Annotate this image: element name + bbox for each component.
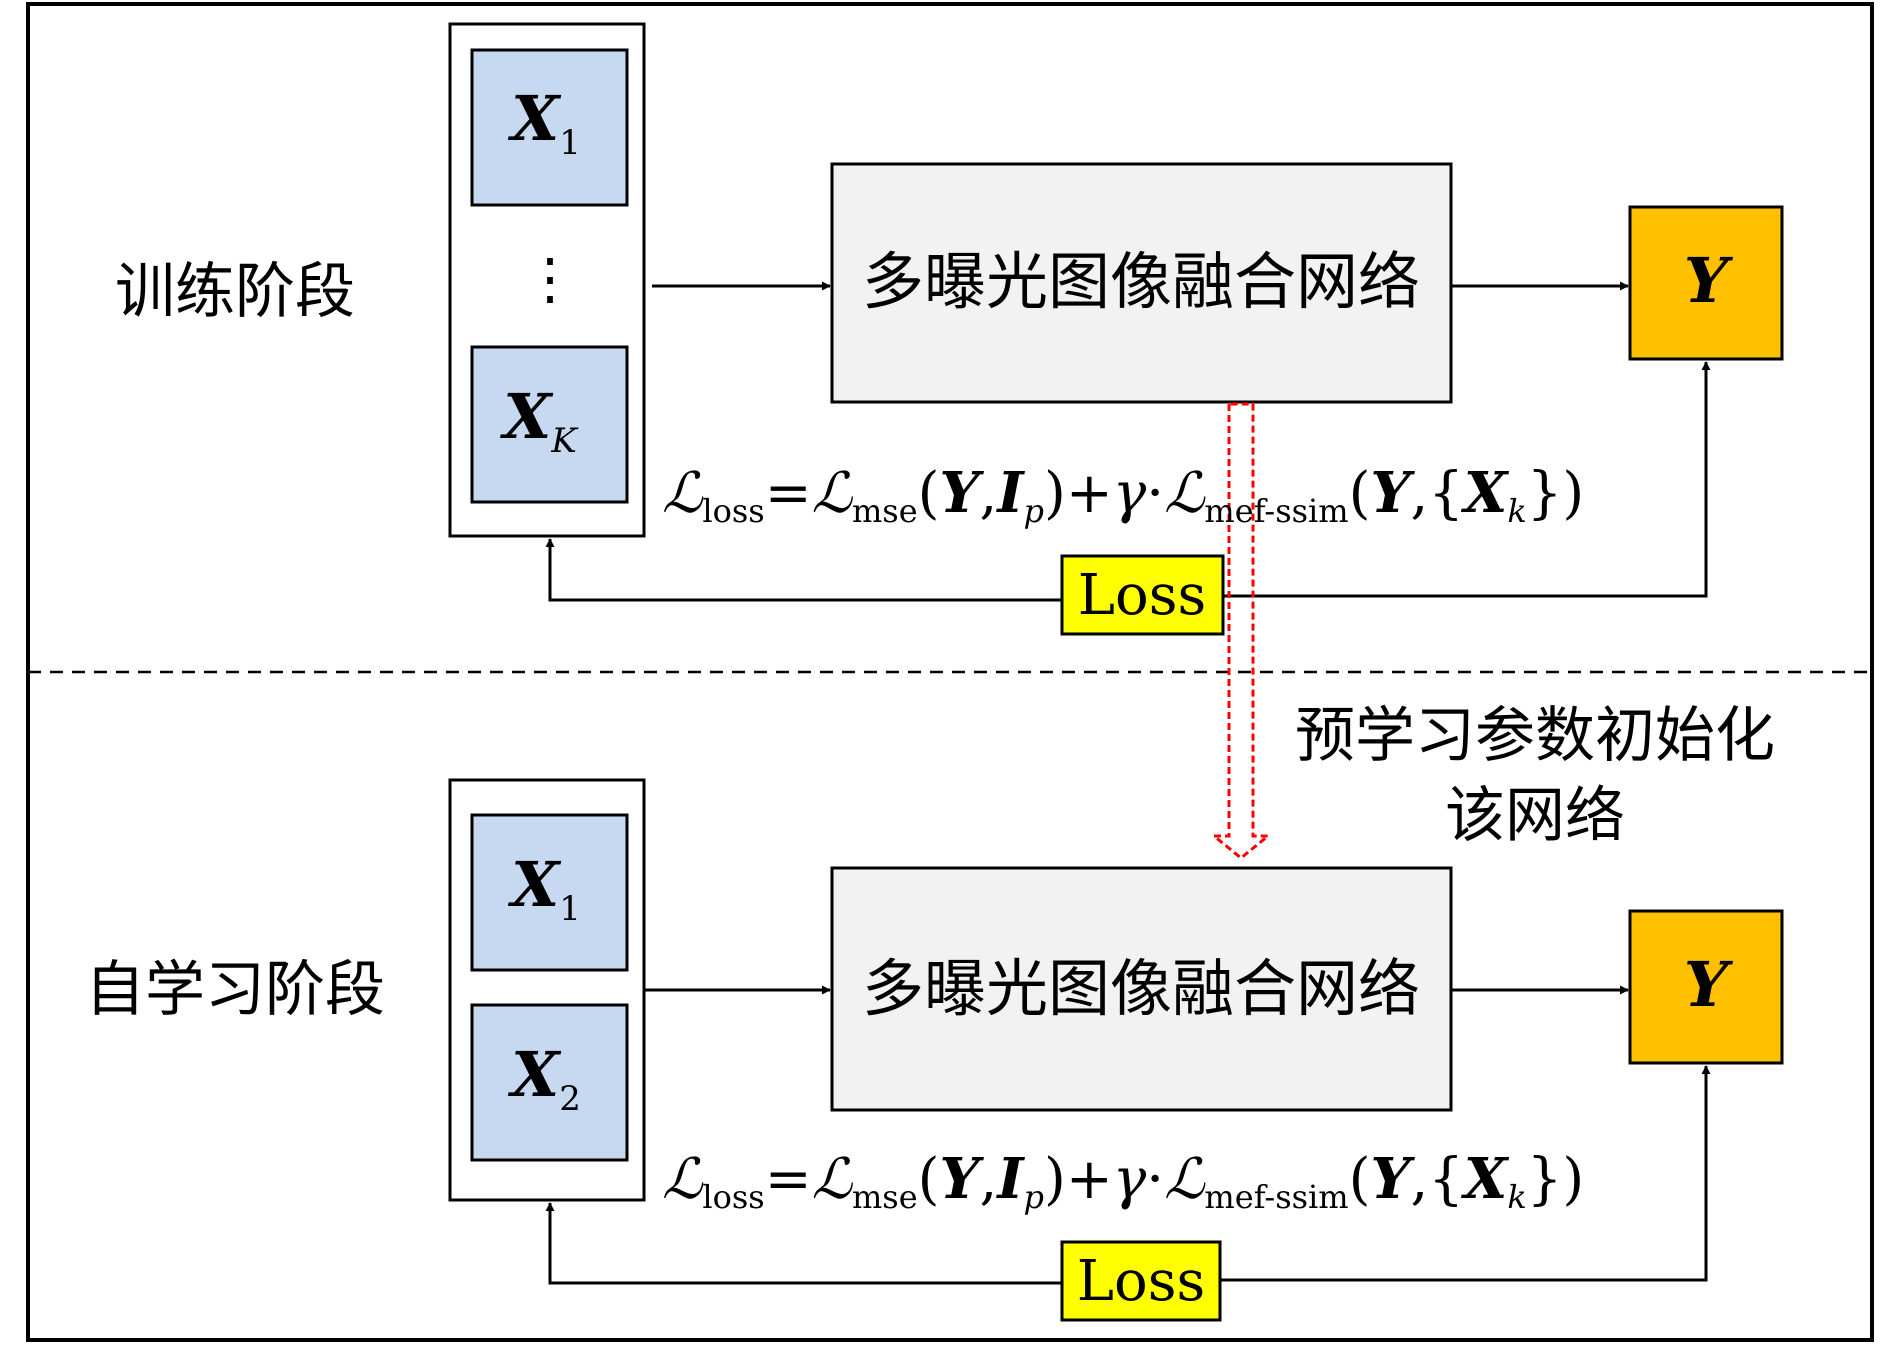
transfer-text-line2: 该网络: [1445, 781, 1625, 851]
self-learning-input-x1-label: X1: [507, 848, 581, 929]
self-learning-output-label: Y: [1684, 948, 1734, 1021]
training-input-x1-box: [470, 48, 629, 207]
self-learning-output-box: [1628, 909, 1784, 1065]
self-learning-loss-formula: ℒloss=ℒmse(Y,Ip)+γ·ℒmef-ssim(Y,{Xk}): [662, 1146, 1584, 1216]
self-learning-network-label: 多曝光图像融合网络: [862, 952, 1420, 1025]
training-output-label: Y: [1684, 244, 1734, 317]
self-learning-network-box: [830, 866, 1453, 1112]
self-learning-loss-to-output-path: [1220, 1065, 1711, 1282]
training-network-label: 多曝光图像融合网络: [862, 245, 1420, 318]
self-learning-input-x2-box: [470, 1003, 629, 1162]
training-network-box: [830, 162, 1453, 404]
training-loss-label: Loss: [1078, 563, 1206, 628]
training-input-xk-label: XK: [499, 380, 579, 461]
transfer-text-line1: 预学习参数初始化: [1295, 701, 1775, 771]
training-input-ellipsis: ⋮: [522, 247, 578, 312]
training-loss-formula: ℒloss=ℒmse(Y,Ip)+γ·ℒmef-ssim(Y,{Xk}): [662, 460, 1584, 530]
self-learning-loss-box: [1060, 1240, 1222, 1322]
training-stage-label: 训练阶段: [115, 257, 355, 327]
training-loss-box: [1060, 554, 1225, 636]
self-learning-stage-label: 自学习阶段: [85, 955, 385, 1025]
training-loss-to-output-path: [1223, 361, 1711, 598]
self-learning-loss-to-input-path: [545, 1202, 1062, 1285]
training-loss-to-input-path: [545, 538, 1062, 602]
training-input-x1-label: X1: [507, 82, 581, 163]
self-learning-loss-label: Loss: [1077, 1249, 1205, 1314]
self-learning-input-x1-box: [470, 813, 629, 972]
training-output-box: [1628, 205, 1784, 361]
transfer-arrow: [1209, 402, 1273, 860]
training-input-xk-box: [470, 345, 629, 504]
self-learning-input-x2-label: X2: [507, 1038, 581, 1119]
